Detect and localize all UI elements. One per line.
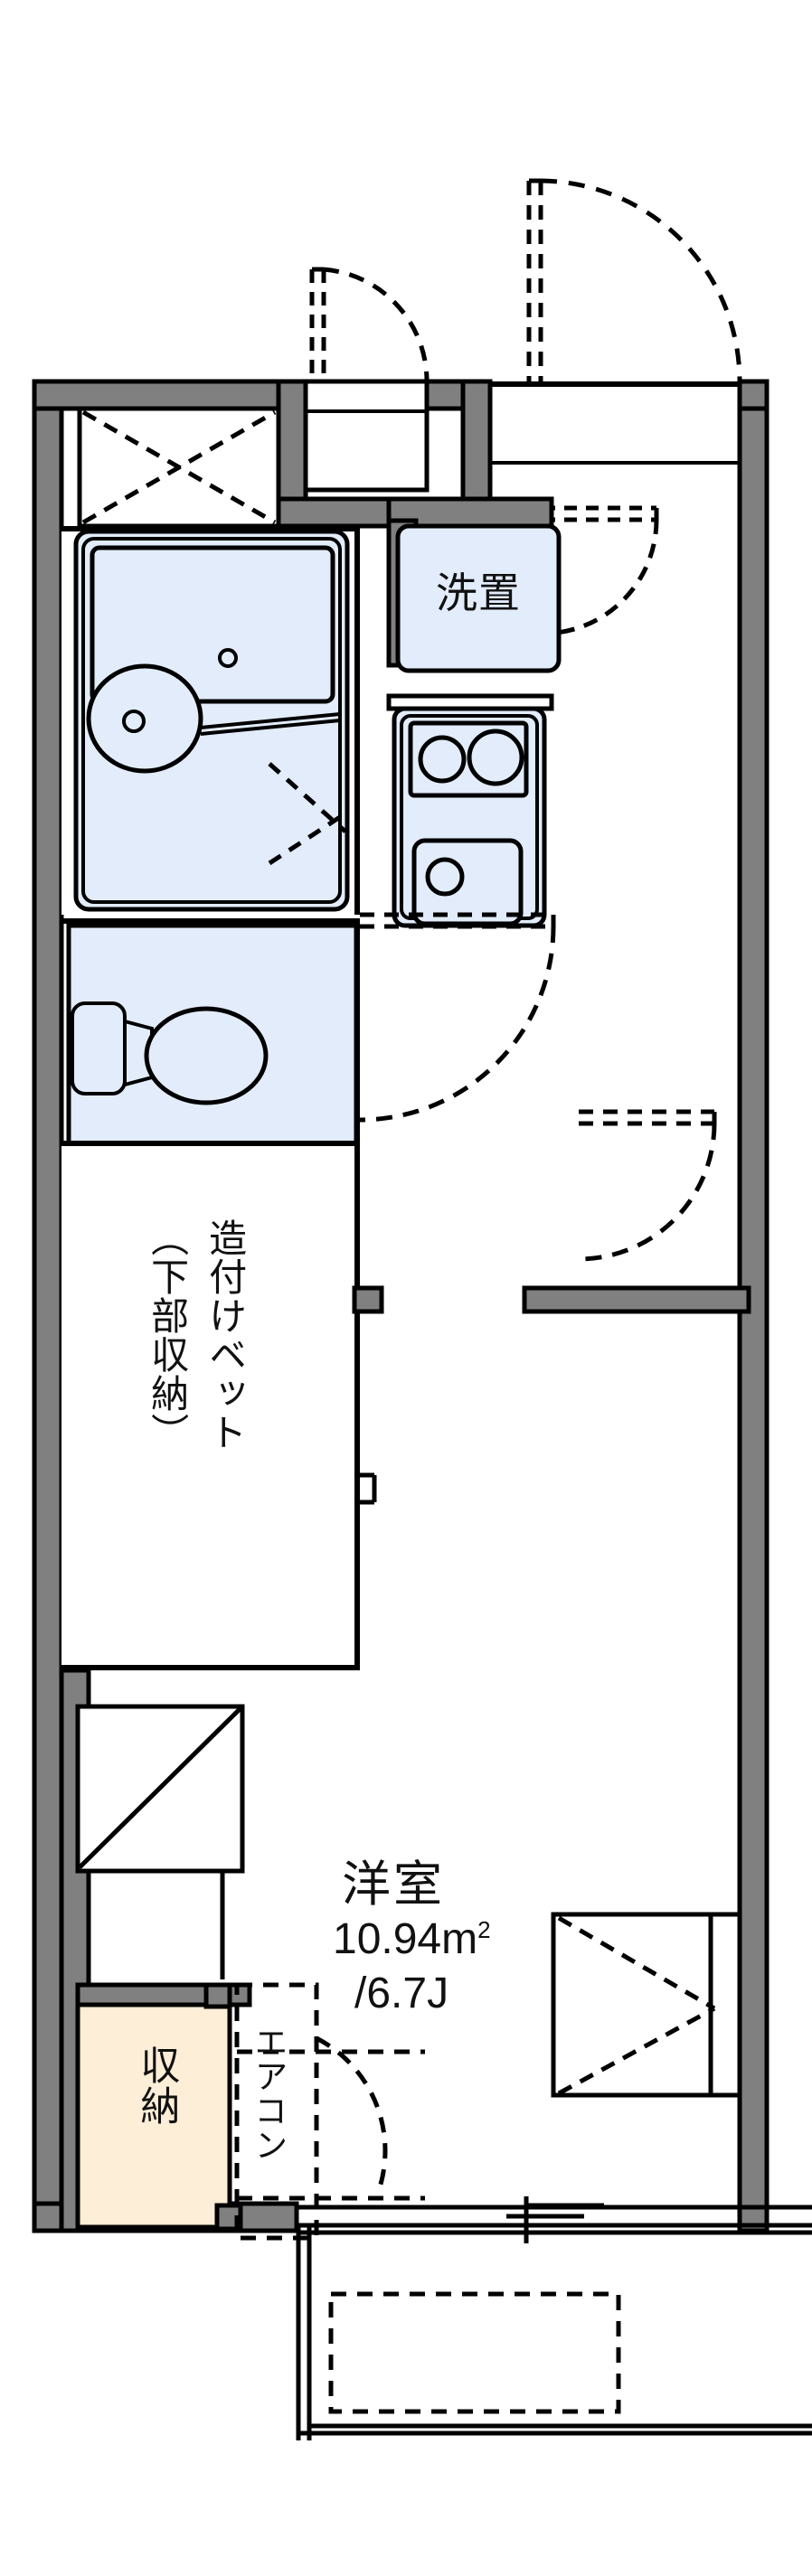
window-right bbox=[551, 1912, 742, 2098]
main-room-jo: /6.7J bbox=[354, 1970, 449, 2017]
toilet-room bbox=[61, 918, 360, 1149]
main-room-area-value: 10.94m bbox=[333, 1915, 478, 1963]
hallway-door-right[interactable] bbox=[359, 912, 556, 1123]
closet-bottom-left bbox=[75, 1982, 252, 2232]
step-shelf bbox=[59, 1668, 245, 2233]
main-room-area: 10.94m2 bbox=[333, 1914, 491, 1964]
closet-label: 収納 bbox=[133, 2045, 180, 2126]
entrance-door[interactable] bbox=[488, 178, 742, 465]
washing-machine-space: 洗置 bbox=[386, 496, 562, 673]
built-in-bed-label: 造付けベット bbox=[203, 1218, 248, 1452]
room-entry-door[interactable] bbox=[522, 1109, 751, 1314]
main-room-area-superscript: 2 bbox=[477, 1916, 491, 1943]
unit-bath-fixture bbox=[73, 529, 350, 912]
washing-machine-label: 洗置 bbox=[436, 569, 521, 617]
kitchen-unit bbox=[386, 693, 554, 928]
aircon-label: エアコン bbox=[248, 2025, 288, 2162]
balcony bbox=[296, 2196, 812, 2440]
outer-walls bbox=[32, 379, 770, 2233]
entry-side-door[interactable] bbox=[542, 505, 659, 636]
main-room-label: 洋室 bbox=[342, 1856, 445, 1913]
entry-inner-door[interactable] bbox=[309, 267, 430, 382]
built-in-bed-sub-label: （下部収納） bbox=[145, 1218, 190, 1452]
built-in-bed-area bbox=[61, 1146, 384, 1670]
aircon-marker bbox=[234, 1982, 425, 2241]
